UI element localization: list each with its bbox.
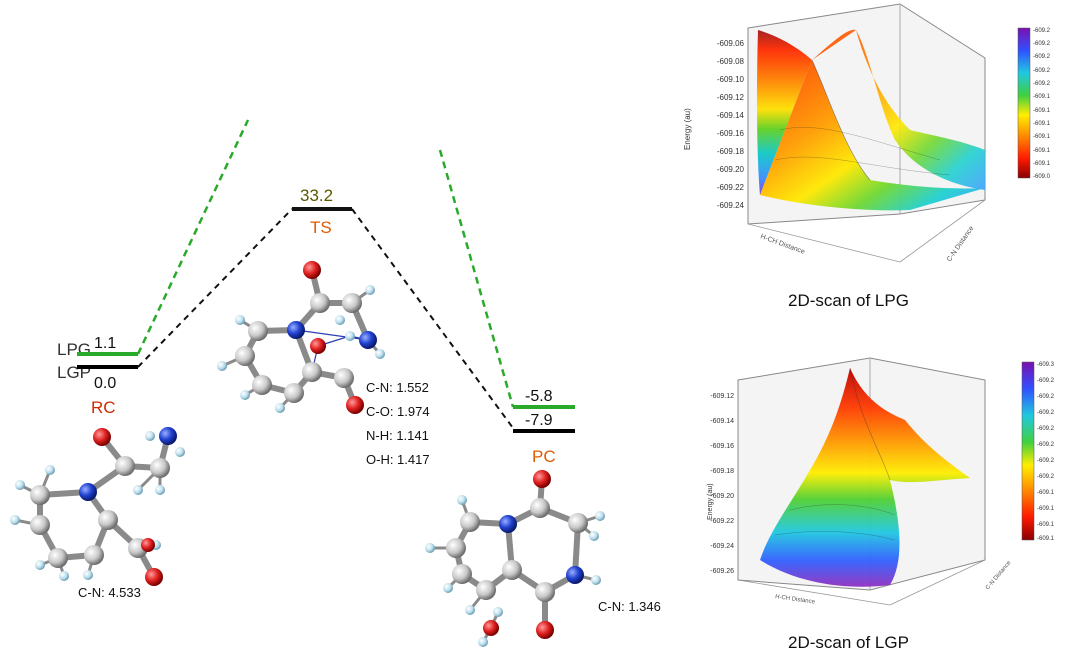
scan-lgp-cbtick: -609.2 [1037,410,1055,416]
scan-lgp-ztick: -609.20 [710,493,734,500]
scan-lgp-plot: -609.12 -609.14 -609.16 -609.18 -609.20 … [707,357,1055,606]
scan-lpg-ztick: -609.14 [717,111,745,120]
scan-lpg-ztick: -609.10 [717,75,745,84]
scan-lpg-cbtick: -609.2 [1033,28,1051,34]
scan-lpg-plot: -609.06 -609.08 -609.10 -609.12 -609.14 … [683,3,1051,263]
scan-lpg-cbtick: -609.1 [1033,161,1051,167]
rc-bond-length: C-N: 4.533 [78,585,141,600]
energy-profile: LPG LGP 1.1 0.0 RC 33.2 TS -5.8 -7.9 PC … [57,119,661,614]
scan-lpg-surface-left [756,30,812,195]
scan-lgp-cbtick: -609.2 [1037,394,1055,400]
pc-atoms [425,470,605,647]
scan-lpg-ztick: -609.24 [717,201,745,210]
scan-lgp-ztick: -609.26 [710,568,734,575]
scan-lpg-cbtick: -609.1 [1033,94,1051,100]
scan-lgp-cbtick: -609.1 [1037,522,1055,528]
scan-lgp-cbtick: -609.2 [1037,458,1055,464]
scan-lpg-ztick: -609.12 [717,93,745,102]
scan-lgp-ztick: -609.22 [710,518,734,525]
scan-lgp-cbtick: -609.1 [1037,490,1055,496]
pc-bond-length: C-N: 1.346 [598,599,661,614]
pc-name: PC [532,447,556,466]
scan-lgp-ztick: -609.18 [710,468,734,475]
scan-lpg-ztick: -609.22 [717,183,745,192]
ts-atoms [217,261,385,414]
scan-lpg-ztick: -609.06 [717,39,745,48]
scan-lpg-cbtick: -609.1 [1033,121,1051,127]
rc-lgp-value: 0.0 [94,375,116,392]
pc-lgp-value: -7.9 [525,412,553,429]
rc-name: RC [91,398,116,417]
scan-lpg-ztick: -609.08 [717,57,745,66]
lgp-ts-to-pc-path [351,208,514,429]
scan-lpg-ztick: -609.20 [717,165,745,174]
rc-lpg-value: 1.1 [94,335,116,352]
pc-lpg-value: -5.8 [525,388,553,405]
scan-lgp-ztick: -609.12 [710,393,734,400]
scan-lgp-cbtick: -609.2 [1037,474,1055,480]
scan-lpg-cbtick: -609.1 [1033,148,1051,154]
ts-bond-cn: C-N: 1.552 [366,380,429,395]
scan-lgp-ztick: -609.14 [710,418,734,425]
scan-lpg-cbtick: -609.2 [1033,81,1051,87]
scan-lgp-ztick: -609.24 [710,543,734,550]
ts-name: TS [310,218,332,237]
rc-lpg-label: LPG [57,340,91,359]
scan-lpg-ylabel: C-N Distance [946,225,976,263]
scan-lgp-cbtick: -609.1 [1037,506,1055,512]
scan-lpg-surface-right [760,60,985,211]
scan-lpg-cbtick: -609.0 [1033,174,1051,180]
scan-lpg-cbtick: -609.2 [1033,41,1051,47]
scan-lpg-caption: 2D-scan of LPG [788,291,909,310]
scan-lpg-zlabel: Energy (au) [683,108,692,150]
ts-bond-nh: N-H: 1.141 [366,428,429,443]
scan-lgp-caption: 2D-scan of LGP [788,633,909,652]
scan-lgp-cbtick: -609.2 [1037,442,1055,448]
scan-lgp-surface [760,368,970,587]
lgp-rc-to-ts-path [137,208,293,368]
scan-lpg-cbtick: -609.2 [1033,54,1051,60]
scan-lgp-xlabel: H-CH Distance [775,594,816,606]
ts-bond-oh: O-H: 1.417 [366,452,430,467]
scan-lpg-cbtick: -609.1 [1033,134,1051,140]
rc-atoms [10,427,185,586]
scan-lpg-ztick: -609.16 [717,129,745,138]
scan-lpg-cbtick: -609.1 [1033,108,1051,114]
scan-lpg-colorbar [1017,27,1031,179]
lpg-rc-to-ts-path [136,119,250,355]
scan-lgp-ztick: -609.16 [710,443,734,450]
scan-lgp-cbtick: -609.2 [1037,426,1055,432]
lpg-ts-to-pc-path [438,149,515,408]
ts-value: 33.2 [300,186,333,205]
scan-lgp-zlabel: Energy (au) [707,483,714,520]
scan-lpg-cbtick: -609.2 [1033,68,1051,74]
scan-lgp-cbtick: -609.2 [1037,378,1055,384]
scan-lpg-ztick: -609.18 [717,147,745,156]
scan-lgp-cbtick: -609.1 [1037,536,1055,542]
scan-lgp-cbtick: -609.3 [1037,362,1055,368]
scan-lgp-colorbar [1021,361,1035,541]
ts-bond-co: C-O: 1.974 [366,404,430,419]
scan-lgp-ylabel: C-N Distance [985,560,1013,592]
